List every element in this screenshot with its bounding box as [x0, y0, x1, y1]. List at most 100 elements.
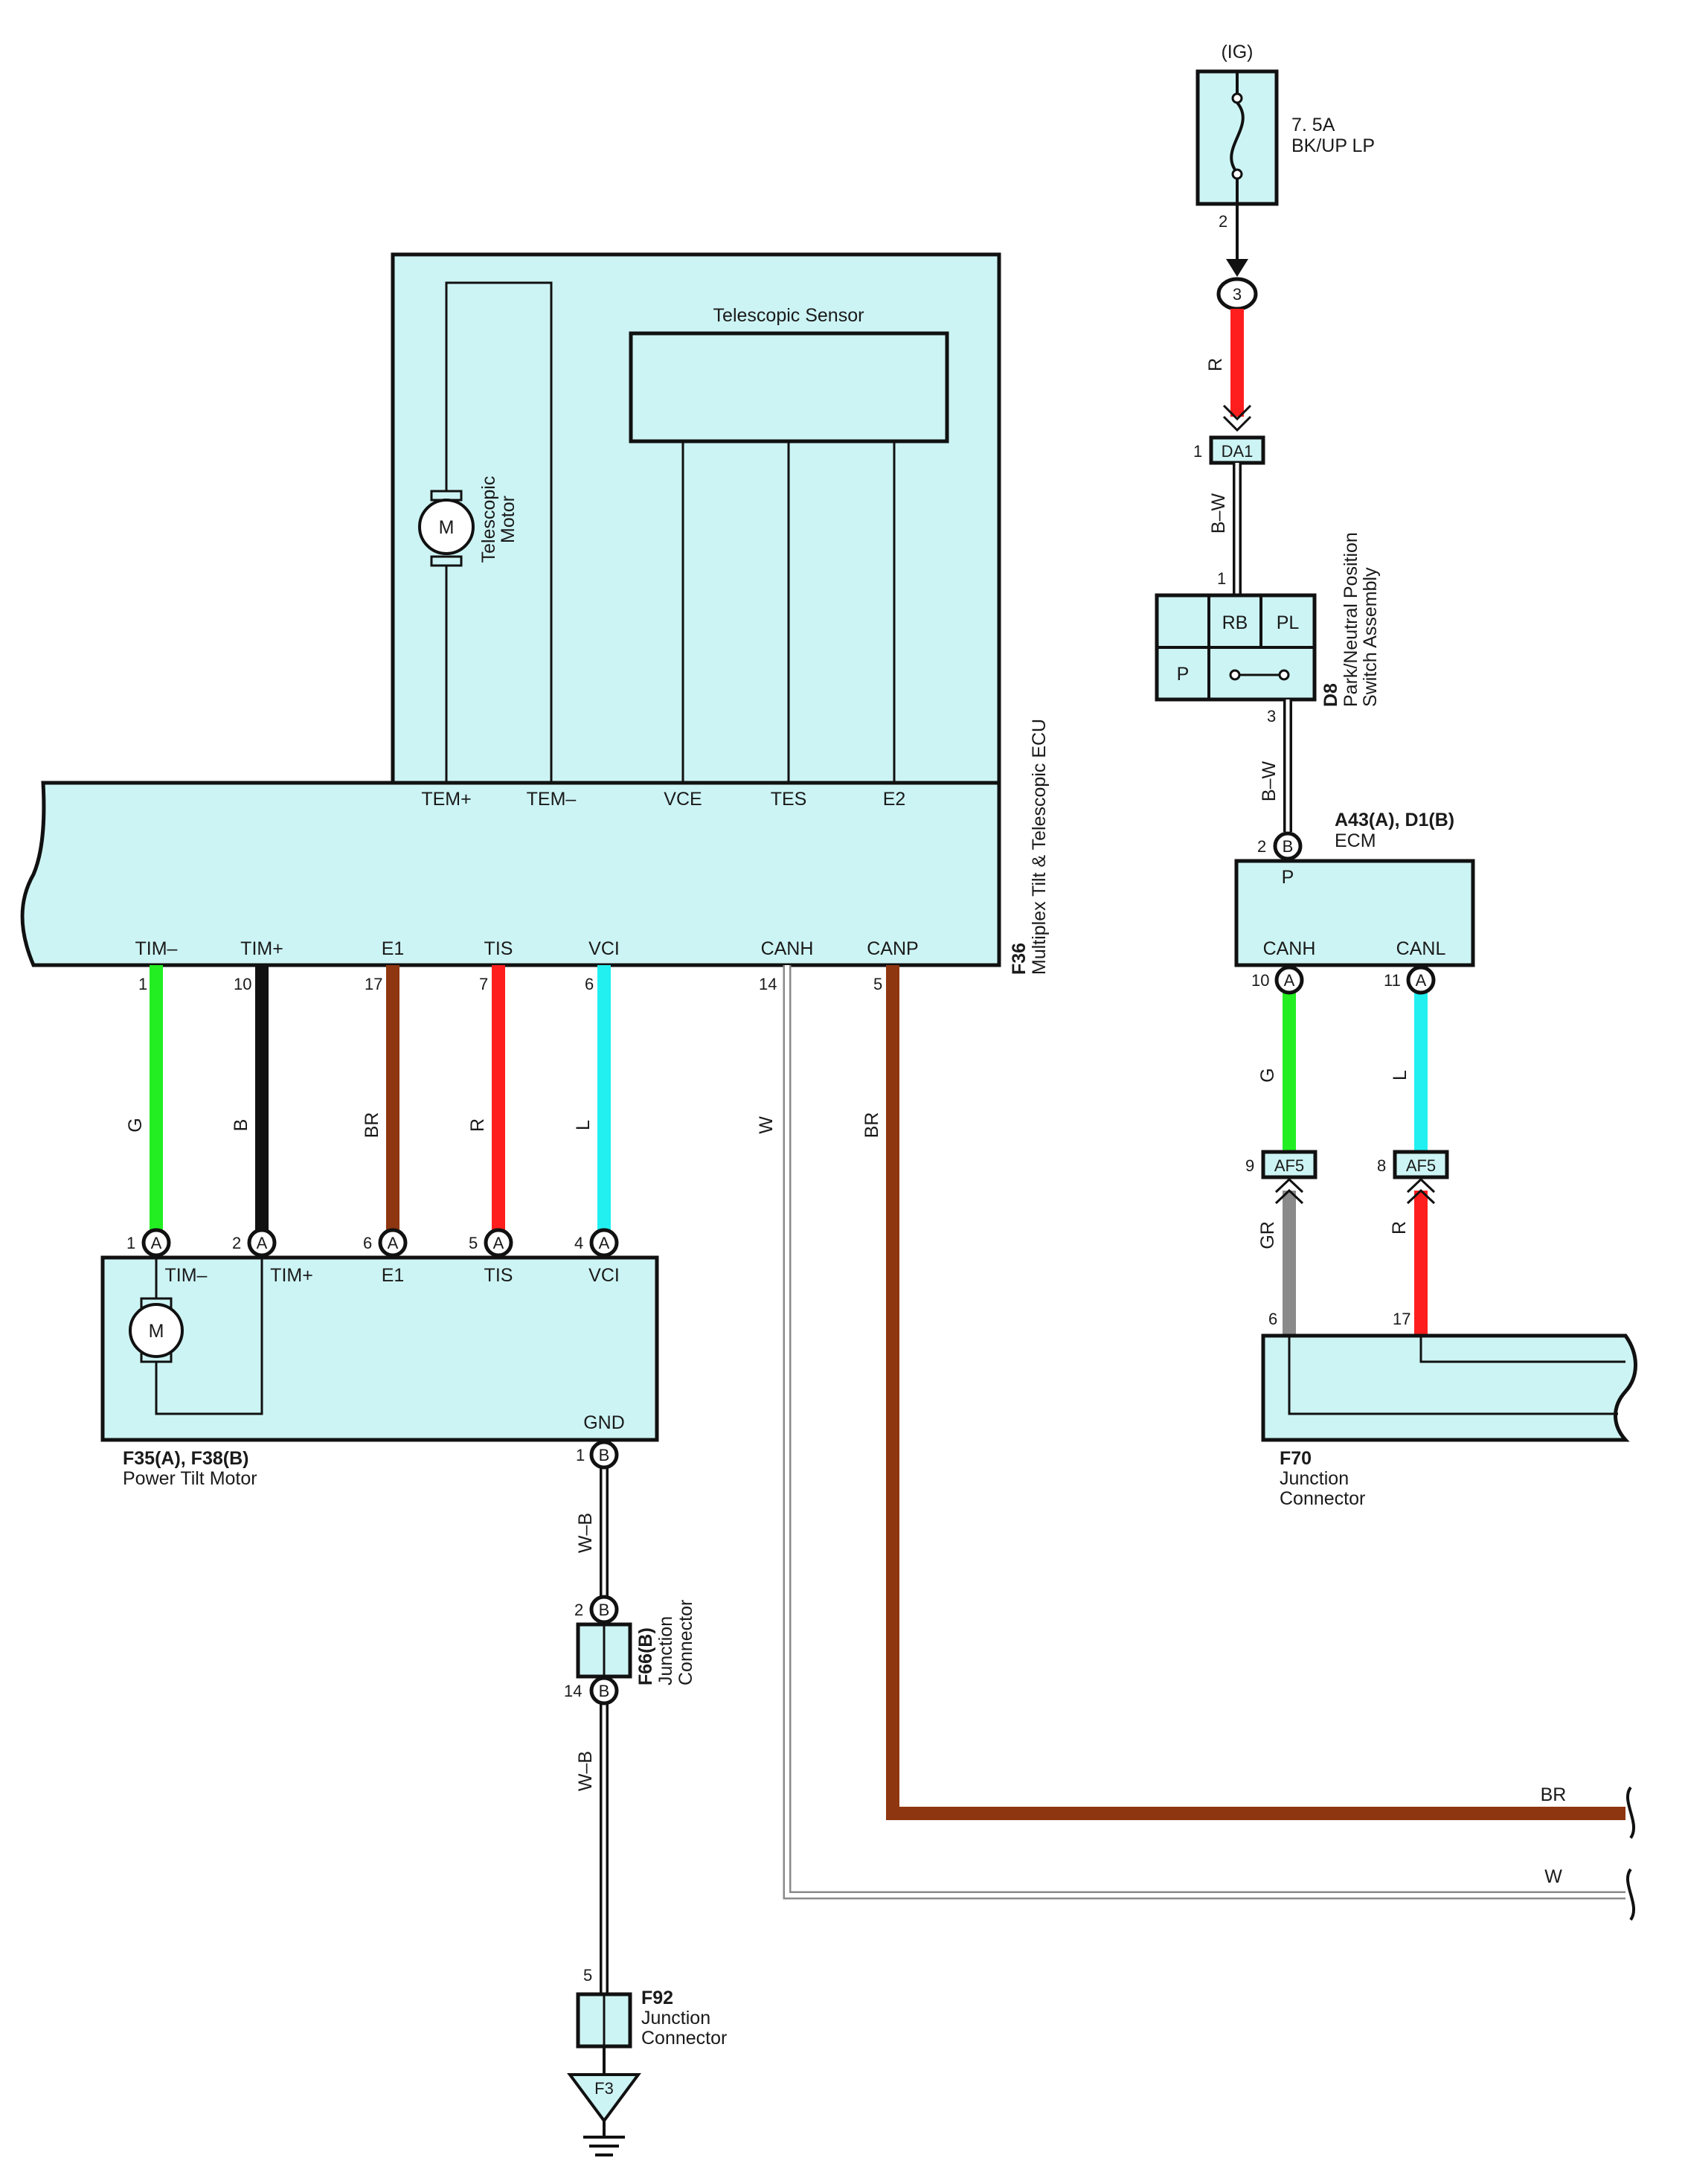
- wire-label-bw-2: B–W: [1259, 761, 1280, 802]
- telescopic-assembly: M Telescopic Motor Telescopic Sensor: [391, 252, 1001, 785]
- ecm-canl-pin: 11: [1384, 971, 1401, 990]
- ecm-canh-pin-circle: [1274, 965, 1304, 995]
- wire-label-w: W: [756, 1116, 777, 1134]
- ecm-canl-label: CANL: [1396, 938, 1446, 959]
- gnd-pin-letter: B: [599, 1446, 610, 1464]
- fuse-terminal-top: [1231, 92, 1243, 104]
- tilt-pin-3: 6: [363, 1234, 372, 1252]
- fuse-pin-out: 2: [1219, 212, 1227, 231]
- tilt-term-3: E1: [382, 1265, 405, 1286]
- tilt-motor-loop: [155, 1258, 263, 1415]
- tilt-pin-letter-1: A: [151, 1234, 162, 1252]
- f66-name-2: Connector: [675, 1600, 696, 1685]
- tilt-pin-letter-3: A: [388, 1234, 399, 1252]
- d8-name-1: Park/Neutral Position: [1341, 532, 1361, 707]
- f70-box: [1261, 1333, 1637, 1442]
- ecm-p-label: P: [1282, 867, 1294, 888]
- tilt-motor-box: [100, 1255, 659, 1442]
- wire-label-wb-1: W–B: [575, 1513, 596, 1553]
- gnd-pin-circle: [589, 1440, 619, 1470]
- chevron-down-icon: [1222, 404, 1252, 421]
- af5-left-label: AF5: [1274, 1156, 1304, 1175]
- tilt-motor-code: F35(A), F38(B): [123, 1448, 248, 1469]
- ecm-name: ECM: [1335, 830, 1376, 851]
- wire-label-b: B: [231, 1119, 251, 1132]
- ecu-bot-term-1: TIM–: [135, 938, 178, 959]
- motor-brush-bottom: [430, 555, 463, 567]
- f70-internal-right: [1419, 1336, 1625, 1363]
- ecu-top-term-2: TEM–: [527, 789, 577, 810]
- da1-box: [1209, 435, 1265, 465]
- power-tilt-motor: M TIM– TIM+ E1 TIS VCI GND F35(A), F38(B…: [100, 1255, 659, 1489]
- tilt-term-2: TIM+: [270, 1265, 313, 1286]
- fuse-terminal-bottom: [1231, 168, 1243, 180]
- f92-name-2: Connector: [641, 2028, 727, 2049]
- f70-name-2: Connector: [1280, 1488, 1365, 1509]
- f92-name-1: Junction: [641, 2008, 710, 2028]
- wire-red-da1: R: [1205, 309, 1252, 432]
- chevron-up-icon: [1274, 1177, 1304, 1194]
- af5-right-box: [1393, 1150, 1449, 1179]
- ecu-pin-7: 5: [873, 975, 882, 993]
- switch-contact-left: [1229, 669, 1241, 681]
- ecu-bot-term-6: CANH: [761, 938, 814, 959]
- tilt-motor-icon: [129, 1303, 184, 1358]
- fuse-name: BK/UP LP: [1291, 135, 1375, 156]
- ecu-bot-term-4: TIS: [484, 938, 513, 959]
- af5-right-pin: 8: [1377, 1156, 1386, 1175]
- ground-triangle: [567, 2073, 641, 2124]
- f66-pin-bottom-circle: [589, 1676, 619, 1706]
- tilt-pin-2: 2: [232, 1234, 241, 1252]
- tilt-pin-letter-5: A: [599, 1234, 610, 1252]
- tilt-motor-symbol: M: [149, 1321, 164, 1342]
- ecm-canh-pin: 10: [1251, 971, 1269, 990]
- ecu-top-term-5: E2: [883, 789, 906, 810]
- ecm-module: A43(A), D1(B) ECM B 2 P CANH CANL: [1234, 810, 1475, 967]
- wire-label-wb-2: W–B: [575, 1751, 596, 1791]
- ecm-code: A43(A), D1(B): [1335, 810, 1454, 830]
- d8-pin-in: 1: [1217, 569, 1226, 588]
- f36-ecu: TEM+ TEM– VCE TES E2 TIM– TIM+ E1 TIS VC…: [20, 719, 1050, 975]
- f70-code: F70: [1280, 1448, 1312, 1469]
- ecu-pin-2: 10: [234, 975, 251, 993]
- telescopic-sensor-label: Telescopic Sensor: [713, 305, 864, 326]
- f66-pin-top-circle: [589, 1595, 619, 1624]
- af5-left-pin: 9: [1245, 1156, 1254, 1175]
- chevron-down-icon-2: [1222, 415, 1252, 432]
- gnd-pin-num: 1: [576, 1446, 585, 1464]
- telescopic-motor-label-1: Telescopic: [478, 476, 499, 563]
- tilt-gnd-label: GND: [583, 1412, 625, 1433]
- ecu-pin-5: 6: [585, 975, 594, 993]
- tilt-pin-4: 5: [469, 1234, 478, 1252]
- d8-pin-out: 3: [1267, 707, 1276, 726]
- da1-label: DA1: [1222, 442, 1254, 461]
- break-icon-br: [1625, 1786, 1636, 1839]
- tilt-term-4: TIS: [484, 1265, 513, 1286]
- ecu-top-term-4: TES: [771, 789, 807, 810]
- f70-name-1: Junction: [1280, 1468, 1349, 1489]
- wire-label-r: R: [467, 1118, 488, 1132]
- wire-label-l-canl: L: [1390, 1070, 1410, 1080]
- ecu-bot-term-7: CANP: [867, 938, 918, 959]
- wire-bw-d8: B–W 1: [1208, 463, 1242, 594]
- f66-name-1: Junction: [655, 1616, 676, 1685]
- ecu-name: Multiplex Tilt & Telescopic ECU: [1029, 719, 1050, 975]
- ecu-pin-3: 17: [365, 975, 382, 993]
- telescopic-motor-icon: [418, 499, 475, 555]
- wire-label-l: L: [573, 1120, 594, 1130]
- af5-right-label: AF5: [1406, 1156, 1436, 1175]
- af5-connectors: AF5 9 AF5 8 GR R 6 17: [1245, 1150, 1449, 1336]
- ecu-bot-term-2: TIM+: [240, 938, 283, 959]
- arrow-down-icon: [1226, 259, 1248, 277]
- wire-label-br-canp: BR: [861, 1112, 882, 1139]
- junction-3-label: 3: [1233, 285, 1242, 304]
- ecm-pin-p-letter: B: [1283, 837, 1294, 856]
- telescopic-motor-symbol: M: [439, 517, 455, 538]
- ecm-canh-letter: A: [1284, 971, 1295, 990]
- f66-pin-top-letter: B: [599, 1601, 610, 1619]
- ecm-canl-letter: A: [1416, 971, 1427, 990]
- right-wire-label-w: W: [1544, 1866, 1562, 1887]
- tilt-pin-1: 1: [126, 1234, 135, 1252]
- ecm-pin-p-circle: [1273, 831, 1303, 861]
- wire-label-g: G: [125, 1118, 146, 1132]
